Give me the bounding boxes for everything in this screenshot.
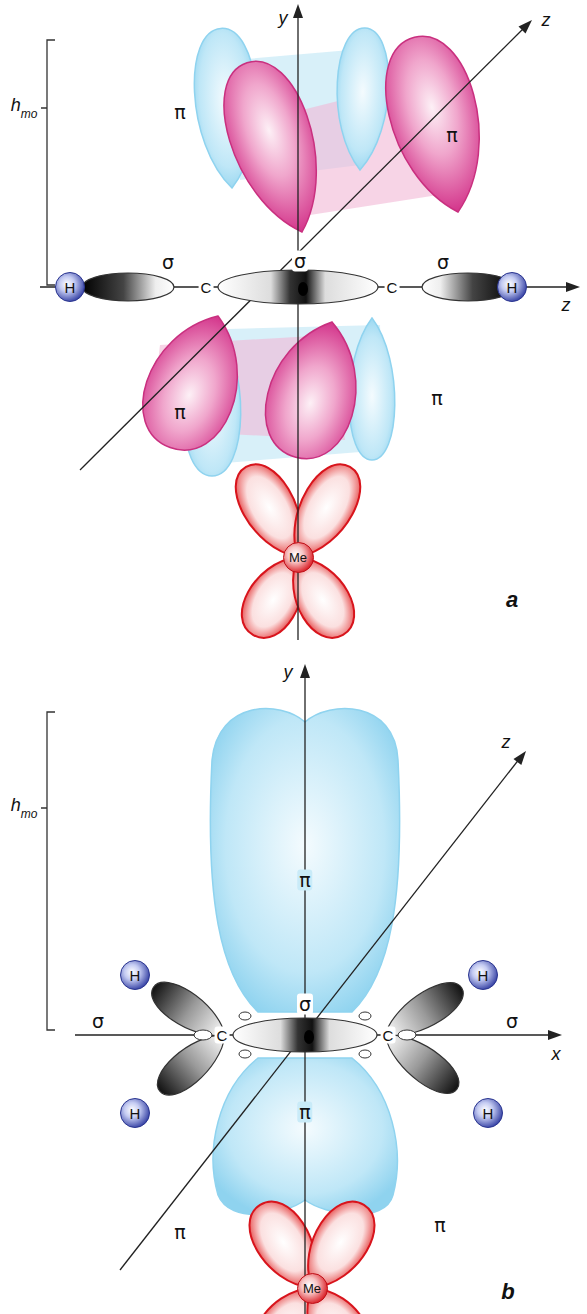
sigma-orbital [233,1018,377,1052]
atom-symbol: H [483,1106,494,1121]
orbital-label: σ [90,1011,106,1032]
atom-disc [498,273,527,302]
axis-arrowhead [548,1030,562,1040]
nucleus-blob [304,1030,314,1044]
atom-disc [297,1273,327,1303]
hydrogen-atom: H [55,272,85,302]
axis-label: y [282,662,295,682]
nucleus-blob [298,282,308,296]
atom-label: C [215,1027,230,1044]
d-orbital-lobe [276,544,366,648]
hydrogen-atom: H [120,960,150,990]
pi-lobe [372,27,500,223]
orbital-label: π [297,1102,312,1123]
sigma-orbital [218,270,378,304]
metal-atom: Me [297,1273,328,1304]
pi-lobe [128,301,260,463]
orbital-label: π [429,388,444,409]
pi-lobe [334,27,390,171]
orbital-label: σ [435,252,451,273]
orbital-label: π [172,102,187,123]
atom-symbol: H [130,1106,141,1121]
atom-label: C [385,279,400,296]
back-lobe [194,1030,212,1040]
orbital-label: σ [504,1011,520,1032]
atom-symbol: H [507,280,518,295]
hydrogen-atom: H [468,960,498,990]
height-label: hmo [9,795,40,820]
axis-arrowhead [566,282,580,292]
sigma-orbital [376,974,470,1050]
orbital-label: π [297,870,312,891]
axis-label: z [540,10,553,30]
orbital-label: π [444,125,459,146]
d-orbital-lobe [289,1191,386,1302]
sigma-orbital [82,273,174,301]
atom-symbol: Me [303,1282,321,1295]
height-bracket [41,712,55,1030]
axis-label: x [550,1044,563,1064]
atom-symbol: Me [289,551,307,564]
diagonal-axis [80,26,526,470]
axis-arrowhead [514,751,527,765]
axis-label: z [560,295,573,315]
back-lobe [398,1030,416,1040]
atom-disc [56,273,85,302]
panel-letter: a [504,588,520,612]
atom-disc [121,1099,150,1128]
atom-label: C [199,279,214,296]
axis-arrowhead [300,664,310,678]
sigma-orbital [375,1022,467,1103]
back-lobe [359,1050,371,1058]
atom-symbol: H [478,968,489,983]
d-orbital-lobe [276,454,373,570]
hydrogen-atom: H [473,1098,503,1128]
atom-disc [469,961,498,990]
orbital-label: π [432,1215,447,1236]
atom-symbol: H [130,968,141,983]
atom-disc [474,1099,503,1128]
pi-lobe [208,50,340,244]
back-lobe [239,1050,251,1058]
atom-disc [283,542,313,572]
d-orbital-lobe [289,1274,382,1314]
metal-atom: Me [283,542,314,573]
atom-disc [121,961,150,990]
back-lobe [239,1012,251,1020]
hydrogen-atom: H [120,1098,150,1128]
atom-symbol: H [65,280,76,295]
orbital-label: π [172,1222,187,1243]
orbital-label: σ [292,251,308,272]
hydrogen-atom: H [497,272,527,302]
axis-label: y [277,8,290,28]
axis-arrowhead [519,20,533,34]
pi-lobe [254,311,374,469]
sigma-orbital [144,973,234,1049]
diagonal-axis [120,758,520,1270]
axis-arrowhead [293,4,303,18]
height-bracket [41,40,55,285]
height-label: hmo [9,95,40,120]
back-lobe [359,1012,371,1020]
orbital-label: π [172,402,187,423]
atom-label: C [381,1027,396,1044]
orbital-label: σ [297,994,313,1015]
orbital-label: σ [160,252,176,273]
sigma-orbital [149,1022,236,1104]
panel-letter: b [499,1280,516,1304]
axis-label: z [500,732,513,752]
